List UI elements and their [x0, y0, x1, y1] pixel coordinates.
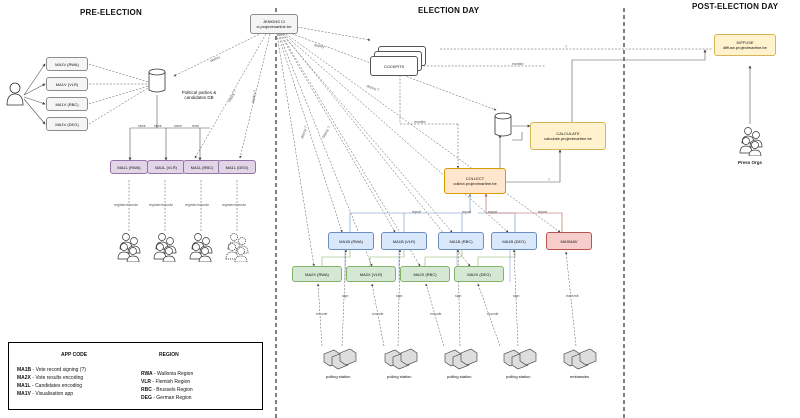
calculate-host: calculate.projectmartine.be [544, 136, 592, 141]
diffuse-host: diffuse.projectmartine.be [723, 45, 767, 50]
register-encode-label: register/encode [222, 203, 247, 207]
monitor-label: monitor [414, 120, 426, 124]
ma1v-rbc-box[interactable]: MA1V (RBC) [46, 97, 88, 111]
encode-label: encode [372, 312, 384, 316]
encode-label: encode [487, 312, 499, 316]
encode-label: encode [316, 312, 328, 316]
user-icon [6, 82, 24, 106]
ma2x-deg-box[interactable]: MA2X (DEG) [454, 266, 504, 282]
calculate-node[interactable]: CALCULATE calculate.projectmartine.be [530, 122, 606, 150]
deploy-label: deploy ? [251, 89, 258, 104]
ma2x-rbc-box[interactable]: MA2X (RBC) [400, 266, 450, 282]
jenkins-title: JENKINS CI [262, 19, 285, 24]
legend-app-code-item: MA1V - Visualisation app [17, 391, 74, 397]
collect-host: collect.projectmartine.be [453, 181, 497, 186]
diffuse-title: DIFFUSE [736, 40, 754, 45]
polling-station-icon [503, 348, 537, 370]
polling-station-icon [323, 348, 357, 370]
register-encode-label: register/encode [114, 203, 139, 207]
parties-database-icon [148, 68, 166, 93]
report-label: report [538, 210, 548, 214]
app-code-header: APP CODE [61, 352, 88, 358]
legend-box: APP CODE REGION MA1B - Vote record signi… [8, 342, 263, 410]
deploy-label: deploy [313, 43, 325, 49]
legend-app-code-item: MA1L - Candidates encoding [17, 383, 83, 389]
masmav-box[interactable]: MASMAV [546, 232, 592, 250]
question-label: ? [565, 45, 567, 49]
legend-region-item: RBC - Brussels Region [141, 387, 193, 393]
legend-region-item: RWA - Wallonia Region [141, 371, 194, 377]
report-label: report [462, 210, 472, 214]
ma2x-vlr-box[interactable]: MA2X (VLR) [346, 266, 396, 282]
sign-label: sign [513, 294, 520, 298]
ma1l-vlr-box[interactable]: MA1L (VLR) [147, 160, 185, 174]
sign-label: sign [455, 294, 462, 298]
polling-station-icon [384, 348, 418, 370]
register-encode-label: register/encode [185, 203, 210, 207]
report-label: report [488, 210, 498, 214]
ma1v-rwa-box[interactable]: MA1V (RWA) [46, 57, 88, 71]
register-encode-label: register/encode [149, 203, 174, 207]
deploy-label: deploy ? [300, 125, 309, 140]
legend-region-item: DEG - German Region [141, 395, 192, 401]
jenkins-host: ci.projectmartine.be [256, 24, 292, 29]
embassy-icon [563, 348, 597, 370]
cockpits-node[interactable]: COCKPITS [370, 56, 418, 76]
monitor-label: monitor [512, 62, 524, 66]
report-label: report [412, 210, 422, 214]
legend-region-item: VLR - Flemish Region [141, 379, 191, 385]
section-election-day: ELECTION DAY [418, 6, 480, 15]
ma2x-rwa-box[interactable]: MA2X (RWA) [292, 266, 342, 282]
legend-app-code-item: MA1B - Vote record signing (?) [17, 367, 86, 373]
encode-label: encode [430, 312, 442, 316]
sign-label: sign [396, 294, 403, 298]
collect-node[interactable]: COLLECT collect.projectmartine.be [444, 168, 506, 194]
diffuse-node[interactable]: DIFFUSE diffuse.projectmartine.be [714, 34, 776, 56]
store-label: store [174, 124, 182, 128]
section-post-election-day: POST-ELECTION DAY [692, 2, 779, 11]
ma1l-rwa-box[interactable]: MA1L (RWA) [110, 160, 148, 174]
read-label: read [192, 124, 200, 128]
deploy-label: deploy ? [365, 83, 380, 93]
polling-station-label: polling station [326, 374, 351, 379]
region-header: REGION [159, 352, 179, 358]
section-pre-election: PRE-ELECTION [80, 8, 142, 17]
polling-station-icon [444, 348, 478, 370]
ma1l-rbc-box[interactable]: MA1L (RBC) [183, 160, 221, 174]
deploy-label: deploy ? [227, 89, 238, 103]
people-group-icon [189, 233, 213, 262]
press-orgs-label: Press Orgs [738, 160, 763, 165]
transmit-label: transmit [566, 294, 579, 298]
collect-title: COLLECT [465, 176, 485, 181]
people-group-icon [117, 233, 141, 262]
deploy-label: deploy ? [321, 125, 332, 139]
calculate-title: CALCULATE [556, 131, 580, 136]
people-group-icon [739, 127, 763, 156]
store-label: store [138, 124, 146, 128]
polling-station-label: polling station [447, 374, 472, 379]
polling-station-label: polling station [387, 374, 412, 379]
people-group-icon [225, 233, 249, 262]
ma1v-vlr-box[interactable]: MA1V (VLR) [46, 77, 88, 91]
store-label: store [154, 124, 162, 128]
jenkins-ci-node[interactable]: JENKINS CI ci.projectmartine.be [250, 14, 298, 34]
legend-app-code-item: MA2X - Vote results encoding [17, 375, 84, 381]
embassies-label: embassies [570, 374, 590, 379]
ma1b-vlr-box[interactable]: MA1B (VLR) [381, 232, 427, 250]
ma1b-deg-box[interactable]: MA1B (DEG) [491, 232, 537, 250]
sign-label: sign [342, 294, 349, 298]
ma1b-rbc-box[interactable]: MA1B (RBC) [438, 232, 484, 250]
polling-station-label: polling station [506, 374, 531, 379]
ma1b-rwa-box[interactable]: MA1B (RWA) [328, 232, 374, 250]
parties-db-label: Political parties & candidates DB [181, 90, 217, 100]
ma1l-deg-box[interactable]: MA1L (DEG) [218, 160, 256, 174]
ma1v-deg-box[interactable]: MA1V (DEG) [46, 117, 88, 131]
calculate-database-icon [494, 112, 512, 137]
deploy-label: deploy [209, 55, 221, 64]
question-label: ? [548, 178, 550, 182]
people-group-icon [153, 233, 177, 262]
